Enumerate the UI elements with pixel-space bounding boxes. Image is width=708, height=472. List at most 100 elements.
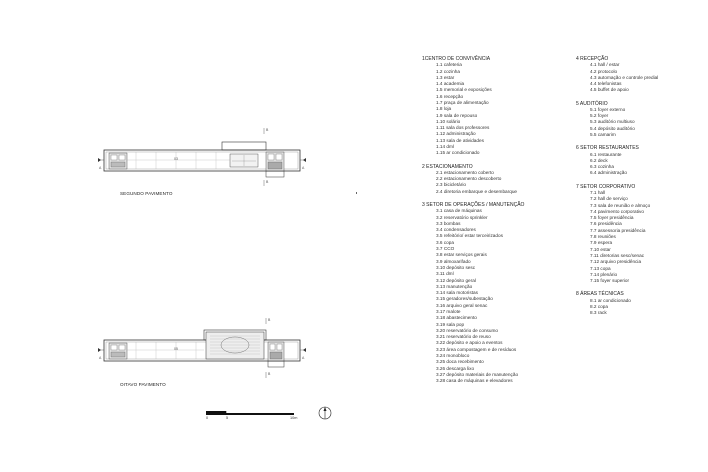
legend-item: 1.10 solário (436, 118, 461, 124)
scale-label-0: 0 (206, 416, 209, 420)
plan-title-segundo: SEGUNDO PAVIMENTO (120, 191, 173, 196)
legend-section-title: 5 AUDITÓRIO (576, 100, 608, 107)
legend-item: 1.3 estar (436, 74, 455, 80)
legend-item: 1.7 praça de alimentação (436, 99, 489, 105)
legend-item: 6.4 administração (590, 170, 627, 176)
legend-item: 3.9 almoxarifado (436, 258, 471, 264)
legend-item: 3.24 monobloco (436, 353, 470, 359)
plan-label: 03 (174, 157, 178, 161)
legend-item: 2.4 diretoria embarque e desembarque (436, 188, 518, 194)
legend-item: 7.15 foyer superior (590, 278, 630, 284)
legend-item: 3.7 CCO (436, 246, 455, 252)
legend-item: 3.20 reservatório de consumo (436, 327, 499, 333)
legend-item: 1.11 sala dos professores (436, 125, 490, 131)
scale-bar: 0 5 10m (206, 408, 297, 426)
legend-item: 4.3 automação e controle predial (590, 74, 659, 80)
legend-item: 1.2 cozinha (436, 68, 460, 74)
legend-item: 6.2 deck (590, 157, 608, 163)
marker-dot (356, 192, 357, 194)
section-mark-b: B (266, 180, 269, 184)
section-mark-a: A (302, 166, 305, 170)
legend-item: 5.5 camarim (590, 132, 616, 138)
legend-item: 5.2 foyer (590, 113, 609, 119)
legend-section-title: 1CENTRO DE CONVIVÊNCIA (422, 56, 491, 62)
legend-item: 7.1 hall (590, 189, 606, 195)
legend-item: 4.1 hall / estar (590, 62, 620, 68)
legend-item: 2.1 estacionamento coberto (436, 169, 494, 175)
legend-item: 1.12 administração (436, 131, 476, 137)
legend-item: 7.9 espera (590, 240, 613, 246)
legend-item: 5.4 depósito auditório (590, 125, 635, 131)
legend-item: 3.12 depósito geral (436, 277, 476, 283)
legend-item: 4.4 telefonistas (590, 81, 622, 87)
legend-item: 5.3 auditório multiuso (590, 119, 635, 125)
section-mark-b: B (268, 372, 271, 376)
section-mark-a: A (99, 356, 102, 360)
legend-item: 1.13 sala de atividades (436, 137, 484, 143)
legend-item: 2.3 bicicletário (436, 182, 466, 188)
legend-item: 3.8 estar serviços gerais (436, 252, 487, 258)
section-mark-a: A (302, 356, 305, 360)
legend-section-title: 2 ESTACIONAMENTO (422, 163, 473, 170)
legend-item: 7.10 estar (590, 246, 611, 252)
legend-item: 3.28 casa de máquinas e elevadores (436, 378, 513, 384)
legend-item: 1.15 ar condicionado (436, 150, 480, 156)
legend-item: 3.13 manutenção (436, 283, 473, 289)
plan-label: 05 (174, 347, 178, 351)
legend-item: 7.11 diretorias sesc/senac (590, 252, 645, 258)
legend-item: 4.2 protocolo (590, 68, 618, 74)
legend-item: 5.1 foyer externo (590, 106, 626, 112)
legend-item: 3.5 refeitório/ estar terceirizados (436, 233, 503, 239)
legend-item: 3.21 reservatório de reuso (436, 334, 491, 340)
legend-item: 3.3 bombas (436, 220, 461, 226)
legend-item: 1.14 dml (436, 144, 454, 150)
scale-label-5: 5 (226, 416, 229, 420)
legend-item: 6.3 cozinha (590, 164, 614, 170)
legend-item: 3.18 abastecimento (436, 315, 477, 321)
legend-section-title: 7 SETOR CORPORATIVO (576, 183, 636, 190)
legend-item: 3.6 copa (436, 239, 454, 245)
legend-item: 3.14 sala motoristas (436, 290, 478, 296)
legend-item: 3.27 depósito materiais de manutenção (436, 371, 519, 377)
legend-item: 3.25 doca recebimento (436, 359, 484, 365)
legend-item: 7.5 foyer presidência (590, 215, 634, 221)
legend-item: 7.8 reuniões (590, 234, 616, 240)
legend-item: 1.4 academia (436, 81, 465, 87)
legend-item: 3.16 arquivo geral senac (436, 302, 488, 308)
legend-section-title: 3 SETOR DE OPERAÇÕES / MANUTENÇÃO (422, 202, 525, 209)
legend-item: 7.3 sala de reunião e almoço (590, 202, 651, 208)
legend-section-title: 4 RECEPÇÃO (576, 56, 609, 62)
legend-item: 7.14 plenário (590, 271, 618, 277)
legend-item: 1.6 recepção (436, 93, 464, 99)
legend-item: 3.1 casa de máquinas (436, 208, 482, 214)
legend-item: 7.7 assessoria presidência (590, 227, 646, 233)
legend-item: 1.1 cafeteria (436, 62, 462, 68)
legend-item: 4.5 buffet de apoio (590, 87, 629, 93)
legend-item: 7.2 hall de serviço (590, 196, 628, 202)
legend-item: 1.5 memorial e exposições (436, 87, 492, 93)
legend-item: 6.1 restaurante (590, 151, 622, 157)
floor-plan-oitavo-pavimento: A A B B 05 (96, 318, 308, 382)
legend-item: 3.15 geradores/subestação (436, 296, 493, 302)
legend-item: 3.11 dml (436, 271, 454, 277)
legend-item: 7.12 arquivo presidência (590, 259, 642, 265)
legend-item: 2.2 estacionamento descoberto (436, 176, 502, 182)
legend-item: 7.4 pavimento corporativo (590, 208, 644, 214)
legend-item: 3.19 sala pop (436, 321, 465, 327)
legend-section-title: 8 ÁREAS TÉCNICAS (576, 291, 624, 298)
north-arrow-icon (318, 405, 332, 426)
floor-plan-segundo-pavimento: A A B B 03 (96, 128, 308, 188)
legend-item: 3.17 malote (436, 309, 461, 314)
legend-item: 8.2 copa (590, 303, 608, 309)
legend-item: 3.2 reservatório sprinkler (436, 214, 488, 220)
legend-item: 1.9 sala de repouso (436, 112, 478, 118)
